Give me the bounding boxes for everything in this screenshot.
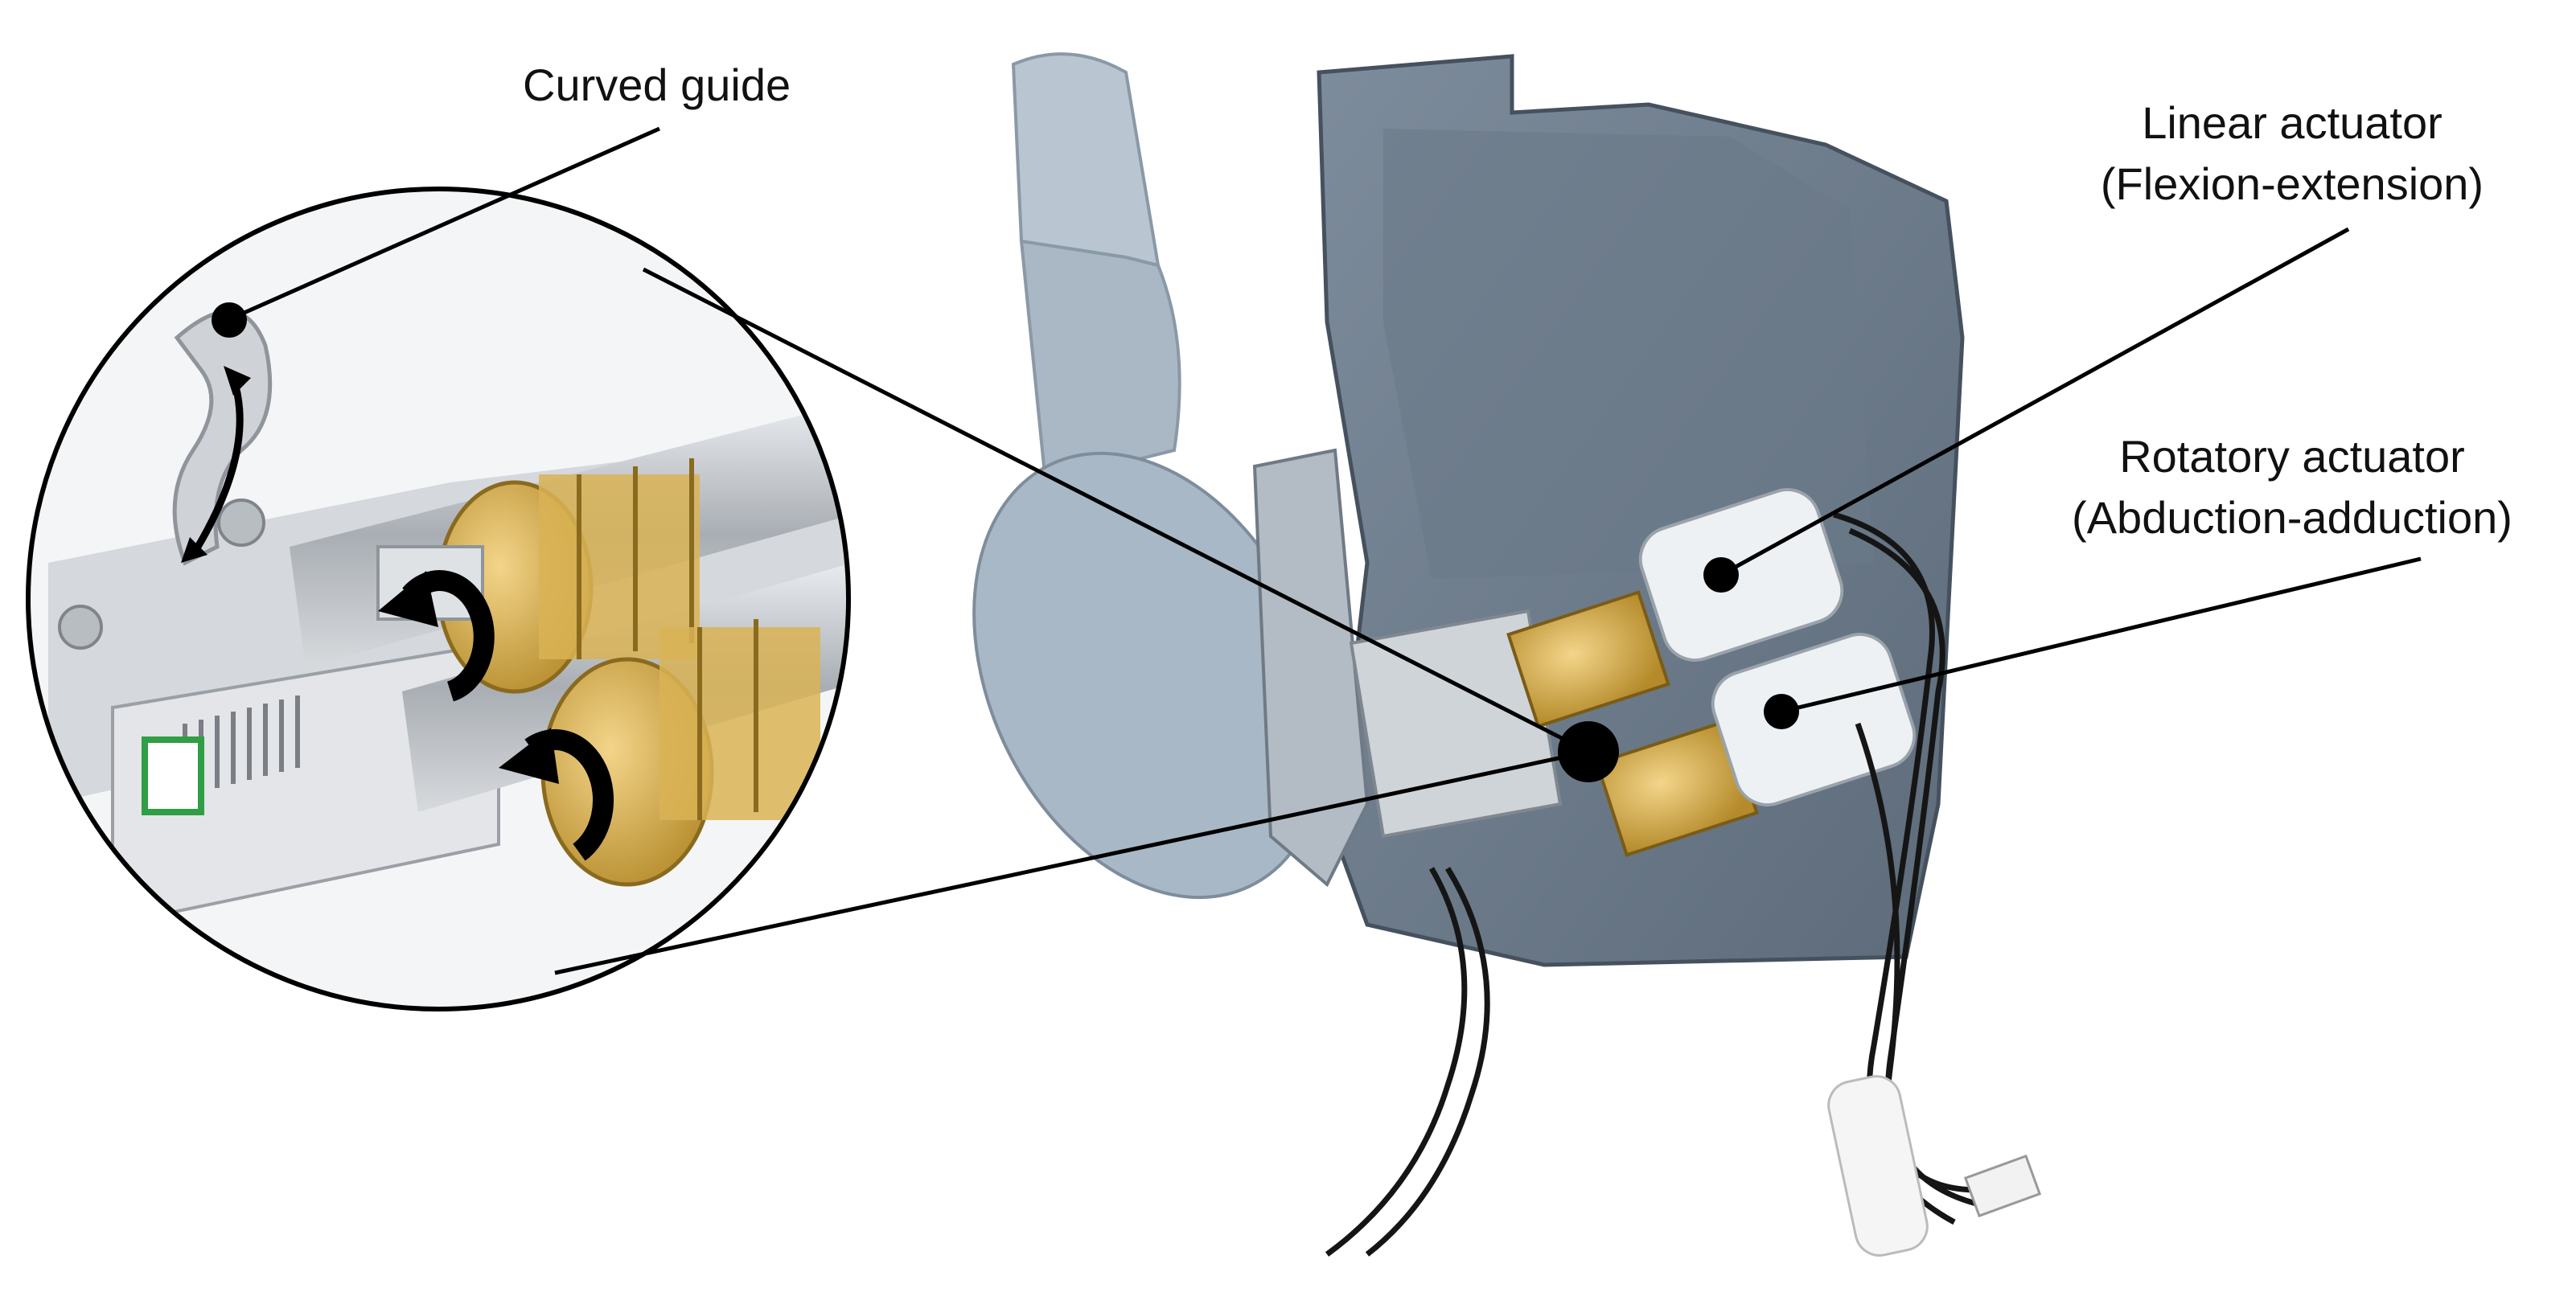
- heat-shrink-sleeve: [1827, 1075, 1929, 1257]
- linear-actuator-leader: [1719, 227, 2350, 577]
- label-curved-guide: Curved guide: [523, 59, 791, 110]
- connector: [1963, 1154, 2042, 1218]
- curved-guide-part: [58, 309, 273, 650]
- label-linear-actuator-subtitle: (Flexion-extension): [2100, 158, 2484, 209]
- rotation-arrowhead-bottom: [499, 728, 559, 784]
- label-rotatory-actuator-title: Rotatory actuator: [2119, 431, 2465, 482]
- rotatory-actuator-photo: [1595, 633, 1917, 857]
- linear-actuator-dot: [1703, 557, 1739, 593]
- curved-guide-dot: [212, 302, 247, 338]
- finger-piece: [1011, 52, 1161, 268]
- rotatory-actuator-dot: [1764, 694, 1799, 729]
- hand-prototype-photo: [972, 52, 2042, 1257]
- callout-lines: [232, 126, 2422, 975]
- rotation-arrow-icon-top: [402, 570, 495, 702]
- gearbox-bottom: [540, 619, 820, 887]
- label-linear-actuator: Linear actuator (Flexion-extension): [2059, 92, 2525, 214]
- label-rotatory-actuator: Rotatory actuator (Abduction-adduction): [2035, 426, 2549, 548]
- label-linear-actuator-title: Linear actuator: [2142, 97, 2442, 148]
- zoom-detail: [26, 187, 851, 1011]
- zoom-leader-bottom: [554, 749, 1589, 975]
- rotation-arrowhead-top: [378, 571, 438, 627]
- curved-guide-leader: [232, 126, 661, 320]
- zoom-leader-top: [642, 267, 1590, 754]
- curved-double-arrow-icon: [190, 376, 244, 557]
- zoom-origin-dot: [1558, 721, 1619, 782]
- linear-actuator-photo: [1506, 488, 1844, 728]
- label-rotatory-actuator-subtitle: (Abduction-adduction): [2072, 491, 2512, 543]
- rotatory-actuator-leader: [1781, 556, 2422, 714]
